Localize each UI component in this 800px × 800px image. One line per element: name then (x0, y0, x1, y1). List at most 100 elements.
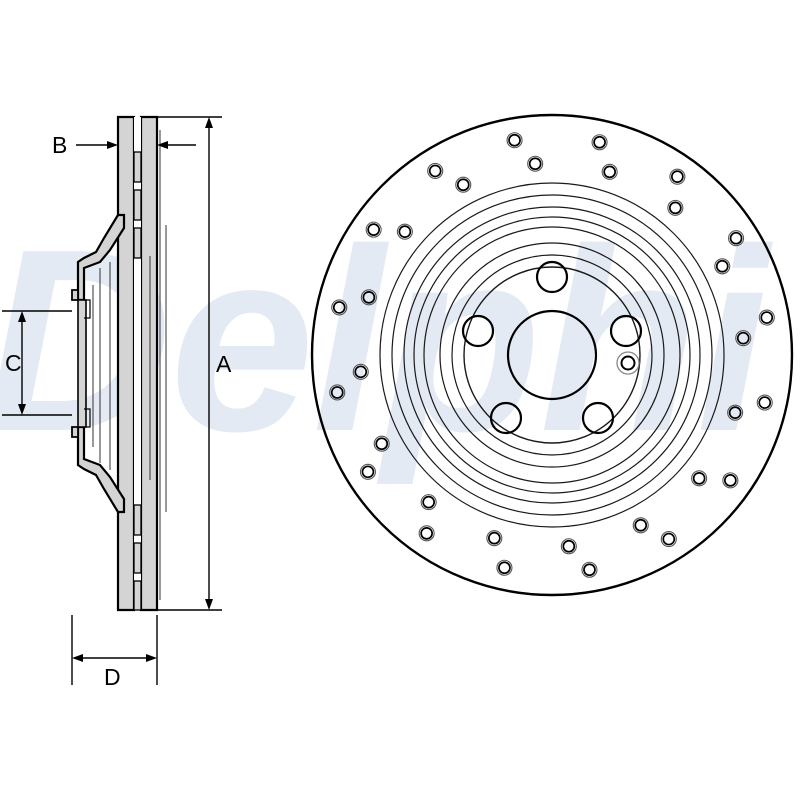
drill-hole (362, 290, 376, 304)
dimension-d (71, 615, 158, 685)
drill-hole (715, 259, 729, 273)
lug-hole-5 (461, 314, 495, 348)
lug-hole-3 (581, 401, 615, 435)
drill-hole-countersink (667, 199, 684, 216)
drill-hole-countersink (601, 163, 618, 180)
drill-hole (671, 170, 684, 183)
hub-bore (506, 309, 598, 401)
drill-hole-countersink (527, 155, 544, 172)
hat-ring-1 (379, 182, 725, 528)
drill-hole (528, 157, 542, 171)
dimension-a (150, 116, 222, 611)
drill-hole-countersink (396, 223, 413, 240)
dim-a-arrow-top (205, 117, 213, 128)
drill-hole-countersink (455, 176, 472, 193)
drill-hole (361, 465, 375, 479)
drill-hole (758, 396, 772, 409)
drill-hole (634, 518, 648, 532)
lug-hole-2 (609, 314, 643, 348)
drill-hole (668, 201, 682, 215)
hat-ring-6 (439, 242, 665, 468)
drill-hole (728, 406, 742, 420)
drill-hole-countersink (359, 463, 376, 480)
drill-hole (692, 472, 706, 485)
drill-hole-countersink (581, 561, 598, 578)
section-flange-upper (71, 289, 79, 301)
drill-hole (330, 386, 344, 399)
drill-hole-countersink (758, 309, 775, 326)
section-notch-details (84, 299, 91, 428)
drill-hole-countersink (420, 494, 437, 511)
drill-hole-countersink (331, 299, 348, 316)
section-inner-plate (139, 115, 159, 612)
drill-hole-countersink (365, 221, 382, 238)
drill-hole (332, 301, 346, 314)
drill-hole (583, 563, 596, 577)
hat-ring-3 (403, 206, 701, 504)
dimension-c (2, 310, 72, 416)
dim-a-arrow-bottom (205, 599, 213, 610)
drill-hole (562, 539, 576, 553)
drill-hole (760, 311, 774, 324)
disc-outer-edge (310, 113, 794, 597)
drill-hole (422, 495, 435, 509)
section-body (71, 115, 159, 612)
drill-hole-countersink (727, 404, 744, 421)
drill-hole-countersink (427, 162, 444, 179)
drill-hole (662, 532, 676, 546)
dimension-label-a: A (216, 351, 232, 377)
cooling-vanes (133, 151, 142, 611)
drill-hole (428, 164, 442, 178)
drill-hole (420, 526, 433, 540)
dimension-label-d: D (104, 664, 121, 690)
drill-hole (398, 225, 412, 238)
hat-ring-2 (391, 194, 713, 516)
drill-hole (487, 531, 501, 545)
section-outer-plate (116, 115, 136, 612)
drill-hole (367, 223, 380, 236)
drill-hole-countersink (660, 531, 677, 548)
drill-hole-countersink (329, 384, 346, 401)
drill-hole-countersink (756, 394, 773, 411)
drill-hole (456, 178, 470, 192)
drill-hole (603, 165, 617, 179)
dim-c-arrow-bottom (18, 404, 26, 415)
dim-b-arrow-right (157, 141, 168, 149)
drill-hole-countersink (360, 289, 377, 306)
drill-hole-countersink (373, 435, 390, 452)
drill-hole-countersink (632, 517, 649, 534)
drill-hole-countersink (352, 363, 369, 380)
section-vent-gap (134, 117, 141, 610)
drill-hole (498, 561, 511, 575)
hat-rings (379, 182, 725, 528)
drill-hole-pattern (329, 132, 775, 578)
dimension-b (76, 141, 196, 149)
hat-ring-7 (451, 254, 653, 456)
drill-hole-countersink (728, 230, 745, 247)
drill-hole-countersink (496, 559, 513, 576)
drill-hole-countersink (560, 538, 577, 555)
dimension-label-b: B (52, 132, 67, 158)
drill-hole-countersink (722, 472, 739, 489)
drill-hole-countersink (591, 134, 608, 151)
drill-hole-countersink (486, 530, 503, 547)
dim-c-arrow-top (18, 311, 26, 322)
drill-hole (508, 133, 521, 147)
drill-hole-countersink (691, 470, 708, 487)
dim-d-arrow-left (72, 654, 83, 662)
dim-d-arrow-right (146, 654, 157, 662)
drill-hole (729, 231, 743, 245)
section-flange-lower (71, 426, 79, 438)
drill-hole (354, 365, 368, 379)
drill-hole-countersink (506, 132, 523, 149)
drill-hole (593, 135, 606, 149)
hat-ring-5 (423, 226, 681, 484)
face-view (310, 113, 794, 597)
section-hub-wall (77, 299, 87, 428)
drill-hole-countersink (714, 258, 731, 275)
dim-b-arrow-left (107, 141, 118, 149)
drill-hole (736, 331, 750, 345)
hub-face-circle (463, 266, 641, 444)
drill-hole (375, 437, 389, 451)
